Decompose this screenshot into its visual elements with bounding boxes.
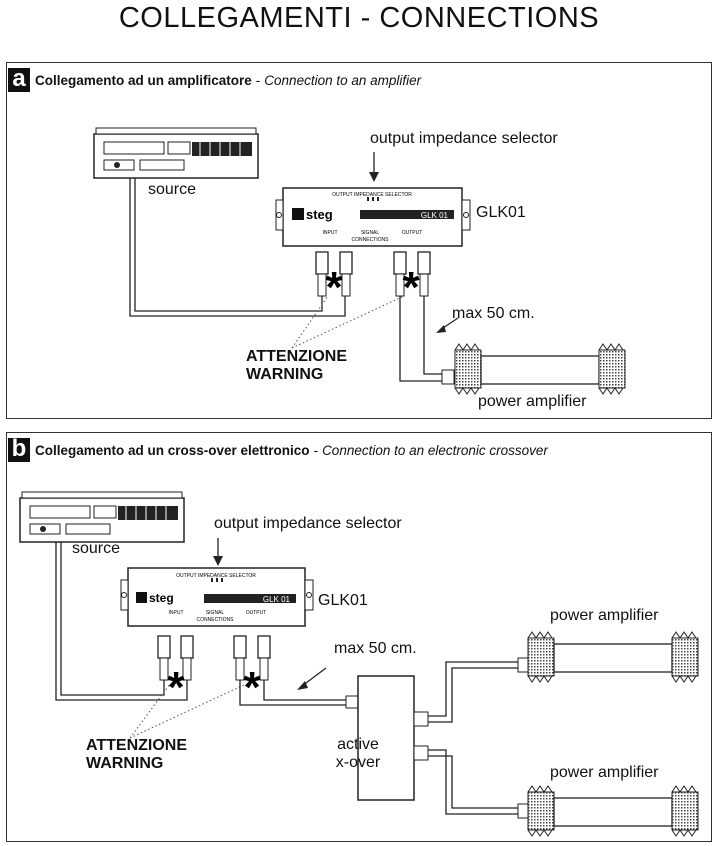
svg-text:OUTPUT: OUTPUT xyxy=(246,610,267,616)
warning-en-a: WARNING xyxy=(246,366,324,383)
power-amplifier-label-b2: power amplifier xyxy=(550,764,659,781)
svg-text:OUTPUT: OUTPUT xyxy=(402,230,423,236)
section-b-letter: b xyxy=(8,437,30,462)
selector-label-b: output impedance selector xyxy=(214,515,402,532)
source-label-b: source xyxy=(72,540,121,557)
warning-asterisk-output-b: * xyxy=(243,663,261,712)
device-label-b: GLK01 xyxy=(318,592,368,609)
device-label-a: GLK01 xyxy=(476,204,526,221)
section-b-panel: b Collegamento ad un cross-over elettron… xyxy=(6,432,712,842)
warning-block-b: ATTENZIONE WARNING xyxy=(86,737,187,773)
power-amplifier-label-a: power amplifier xyxy=(478,393,587,410)
output-cable-a xyxy=(399,296,442,382)
svg-text:CONNECTIONS: CONNECTIONS xyxy=(352,237,390,243)
section-b-title-it: Collegamento ad un cross-over elettronic… xyxy=(35,442,310,458)
section-a-letter: a xyxy=(8,67,30,92)
warning-it-b: ATTENZIONE xyxy=(86,737,188,754)
warning-asterisk-input-b: * xyxy=(167,663,185,712)
section-b-separator: - xyxy=(313,442,319,458)
distance-label-b: max 50 cm. xyxy=(334,640,417,657)
selector-label-a: output impedance selector xyxy=(370,130,558,147)
power-amplifier-icon-a xyxy=(454,343,626,395)
device-selector-text-b: OUTPUT IMPEDANCE SELECTOR xyxy=(176,573,256,579)
warning-asterisk-output-a: * xyxy=(402,263,420,312)
svg-text:INPUT: INPUT xyxy=(169,610,184,616)
section-a-title-en: Connection to an amplifier xyxy=(264,72,422,88)
output-rca-plugs-b xyxy=(233,635,271,681)
section-b-header: b Collegamento ad un cross-over elettron… xyxy=(7,437,548,463)
power-amplifier-icon-b2 xyxy=(527,785,699,837)
section-a-header: a Collegamento ad un amplificatore - Con… xyxy=(7,67,421,93)
section-a-title-it: Collegamento ad un amplificatore xyxy=(35,72,252,88)
output-cable-b xyxy=(239,680,346,706)
warning-asterisk-input-a: * xyxy=(325,263,343,312)
svg-text:CONNECTIONS: CONNECTIONS xyxy=(197,617,235,623)
device-brand-b: steg xyxy=(149,591,174,605)
input-rca-plugs-a xyxy=(315,251,353,297)
source-label-a: source xyxy=(148,181,197,198)
power-amplifier-icon-b1 xyxy=(527,631,699,683)
device-model-b: GLK 01 xyxy=(263,595,291,604)
warning-block-a: ATTENZIONE WARNING xyxy=(246,348,347,384)
xover-cable-1 xyxy=(428,661,520,717)
power-amplifier-label-b1: power amplifier xyxy=(550,607,659,624)
xover-label-line1: active xyxy=(337,736,379,753)
section-b-title-en: Connection to an electronic crossover xyxy=(322,442,548,458)
warning-it-a: ATTENZIONE xyxy=(246,348,348,365)
xover-label-line2: x-over xyxy=(335,754,381,771)
distance-label-a: max 50 cm. xyxy=(452,305,535,322)
device-selector-text-a: OUTPUT IMPEDANCE SELECTOR xyxy=(332,192,412,198)
svg-text:SIGNAL: SIGNAL xyxy=(361,230,380,236)
active-xover-box xyxy=(357,675,415,801)
svg-text:INPUT: INPUT xyxy=(323,230,338,236)
glk01-device-b: OUTPUT IMPEDANCE SELECTOR steg GLK 01 IN… xyxy=(120,567,314,627)
xover-label: active x-over xyxy=(332,736,384,772)
output-rca-plugs-a xyxy=(393,251,431,297)
source-cable-b xyxy=(55,542,188,701)
warning-en-b: WARNING xyxy=(86,755,164,772)
input-rca-plugs-b xyxy=(157,635,194,681)
xover-cable-2 xyxy=(428,749,520,815)
device-brand-a: steg xyxy=(306,207,333,222)
section-a-panel: a Collegamento ad un amplificatore - Con… xyxy=(6,62,712,419)
device-model-a: GLK 01 xyxy=(421,211,449,220)
source-cable-a xyxy=(129,178,346,317)
section-a-separator: - xyxy=(255,72,261,88)
svg-text:SIGNAL: SIGNAL xyxy=(206,610,225,616)
car-radio-icon xyxy=(93,127,259,179)
glk01-device-a: OUTPUT IMPEDANCE SELECTOR steg GLK 01 IN… xyxy=(275,187,471,247)
page-title: COLLEGAMENTI - CONNECTIONS xyxy=(118,2,600,34)
car-radio-icon-b xyxy=(19,491,185,543)
